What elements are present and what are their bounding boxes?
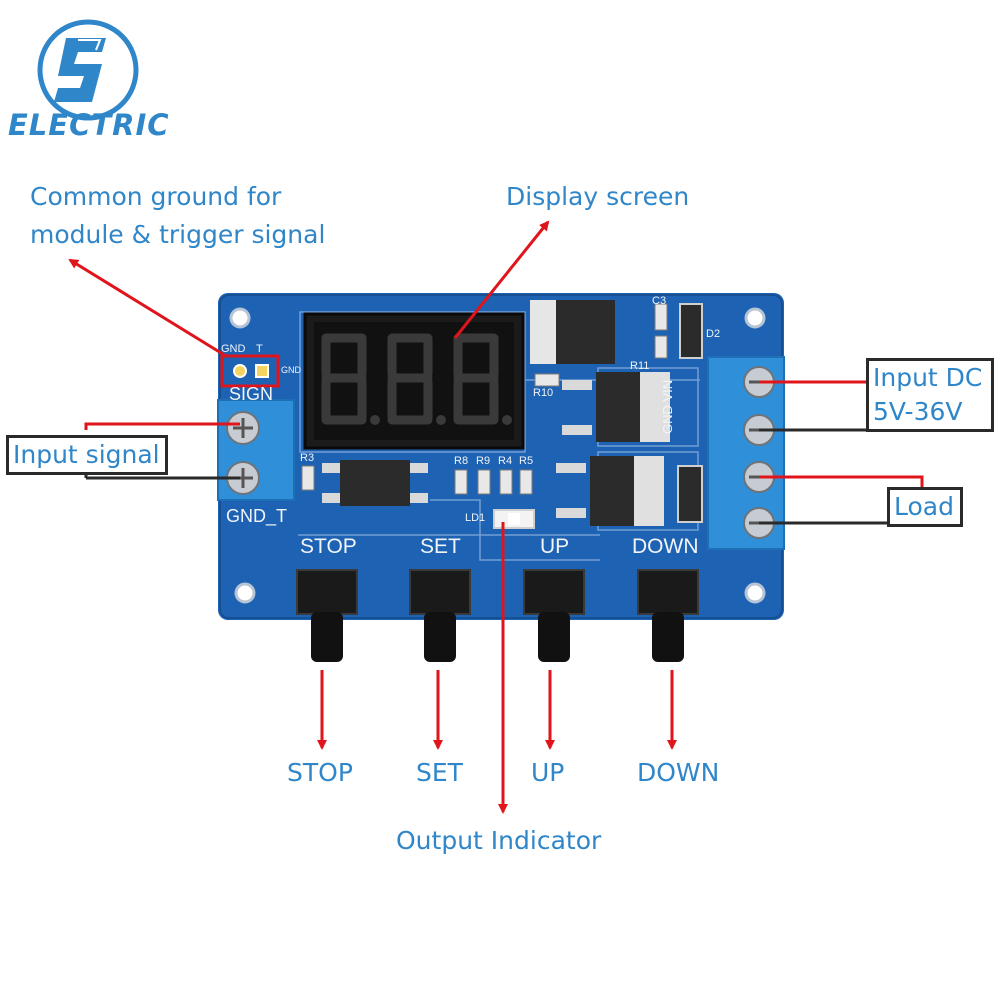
silk-gnd: GND — [221, 343, 246, 355]
push-buttons — [296, 569, 699, 662]
logo-emblem-icon — [37, 19, 139, 121]
ground-header-pins — [220, 354, 280, 388]
callout-load: Load — [887, 487, 963, 527]
board-label-up: UP — [540, 535, 570, 558]
brand-name: ELECTRIC — [8, 108, 170, 142]
silk-ld1: LD1 — [465, 512, 486, 524]
callout-ground-line2: module & trigger signal — [30, 220, 326, 249]
silk-r10: R10 — [533, 387, 554, 399]
silk-r11: R11 — [630, 360, 650, 372]
board-label-down: DOWN — [632, 535, 699, 558]
callout-input-signal: Input signal — [6, 435, 168, 475]
board-label-set: SET — [420, 535, 461, 558]
label-set: SET — [416, 758, 463, 787]
callout-display-screen: Display screen — [506, 182, 690, 211]
silk-d2: D2 — [706, 328, 721, 340]
silk-r8: R8 — [454, 455, 469, 467]
brand-logo: ELECTRIC — [8, 10, 178, 142]
silk-gnd-vin: GND VIN — [660, 379, 675, 434]
silk-sign: SIGN — [229, 384, 274, 404]
label-down: DOWN — [637, 758, 720, 787]
screw-terminal-icon — [226, 411, 260, 495]
optocoupler — [340, 460, 410, 506]
display-digits — [321, 333, 499, 425]
silk-r3: R3 — [300, 452, 315, 464]
board-label-stop: STOP — [300, 535, 357, 558]
annotation-arrows — [68, 220, 677, 814]
callout-input-dc: Input DC 5V-36V — [866, 358, 994, 432]
connector-lines — [84, 380, 924, 525]
label-output-indicator: Output Indicator — [396, 826, 602, 855]
silk-c3: C3 — [652, 295, 667, 307]
label-stop: STOP — [287, 758, 353, 787]
arrow-display — [453, 220, 550, 339]
silk-r5: R5 — [519, 455, 534, 467]
callout-ground-line1: Common ground for — [30, 182, 282, 211]
silk-gnd-small: GND — [281, 365, 301, 375]
silk-gnd-t: GND_T — [226, 506, 288, 526]
mounting-hole-icon — [229, 307, 766, 604]
silk-r4: R4 — [498, 455, 513, 467]
arrow-ground — [68, 258, 227, 358]
label-up: UP — [531, 758, 565, 787]
callout-input-dc-line2: 5V-36V — [873, 397, 963, 426]
callout-input-dc-line1: Input DC — [873, 363, 983, 392]
silk-r9: R9 — [476, 455, 491, 467]
silk-t: T — [256, 343, 263, 355]
diode-d2 — [679, 303, 703, 359]
diode-load — [677, 465, 703, 523]
